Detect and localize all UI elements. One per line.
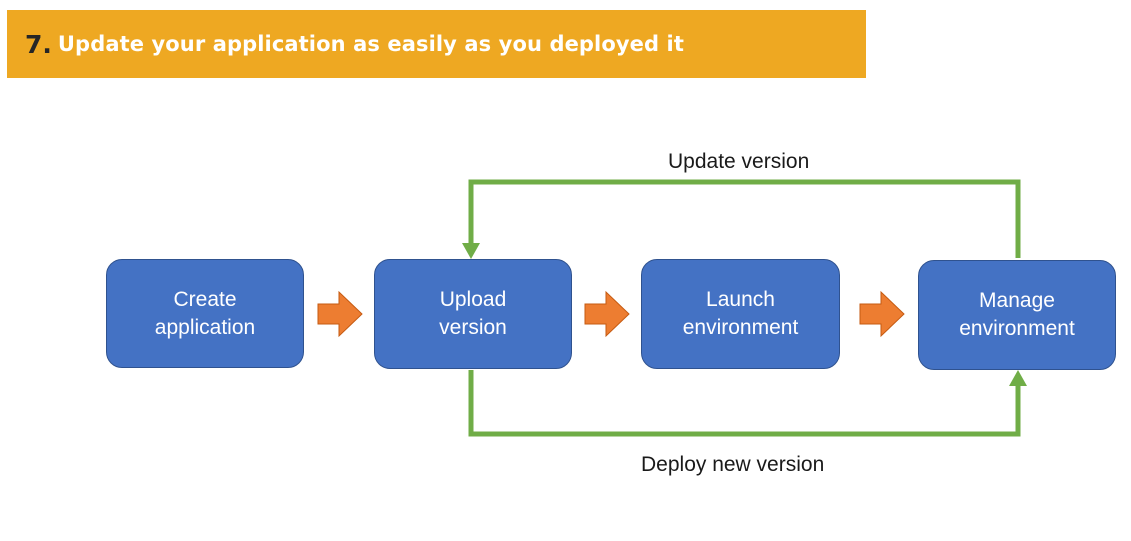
title-banner: 7. Update your application as easily as … — [7, 10, 866, 78]
deploy-new-version-arrowhead — [1009, 370, 1027, 386]
flow-arrow-3 — [859, 290, 905, 338]
update-version-arrowhead — [462, 243, 480, 259]
deploy-new-version-label: Deploy new version — [641, 453, 825, 476]
step-upload-version: Upload version — [374, 259, 572, 369]
deploy-new-version-loop-line — [468, 370, 1021, 437]
flow-arrow-2 — [584, 290, 630, 338]
step-create-application: Create application — [106, 259, 304, 368]
step-manage-environment: Manage environment — [918, 260, 1116, 370]
update-version-label: Update version — [668, 150, 810, 173]
banner-title: Update your application as easily as you… — [57, 32, 684, 56]
banner-step-number: 7. — [25, 29, 52, 59]
flow-arrow-1 — [317, 290, 363, 338]
update-version-loop-line — [468, 179, 1021, 258]
step-launch-environment: Launch environment — [641, 259, 840, 369]
